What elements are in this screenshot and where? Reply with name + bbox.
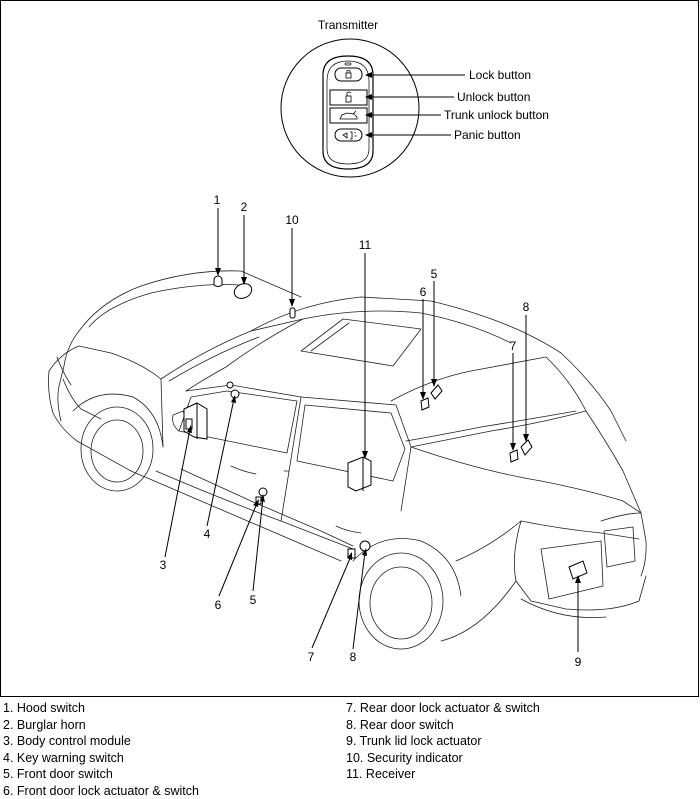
transmitter-circle [280,38,420,178]
trunk-lid-lock-actuator-part [568,560,588,580]
panic-button-shape [334,128,363,142]
car-outline [48,270,647,650]
unlock-button-label: Unlock button [457,90,530,104]
legend-column-left: 1. Hood switch 2. Burglar horn 3. Body c… [3,700,199,799]
legend-item-11: 11. Receiver [346,767,416,781]
diagram-figure: Transmitter [0,0,699,697]
callout-1: 1 [214,193,221,207]
callout-numbers: 1 2 10 11 5 6 8 7 3 4 6 5 7 8 9 [160,193,582,669]
callout-8-upper: 8 [523,300,530,314]
legend-item-10: 10. Security indicator [346,750,463,765]
callout-8-lower: 8 [350,650,357,664]
diagram-canvas: Transmitter [48,18,647,669]
hood-switch-part [213,275,223,287]
trunk-unlock-button-label: Trunk unlock button [444,108,549,122]
rear-door-lock-actuator-part-upper [509,449,519,463]
parts-legend: 1. Hood switch 2. Burglar horn 3. Body c… [0,700,700,799]
front-door-switch-part-upper [430,384,443,400]
callout-leaders [164,208,581,652]
callout-4: 4 [204,527,211,541]
legend-item-9: 9. Trunk lid lock actuator [346,734,482,748]
lock-button-shape [334,67,363,82]
legend-item-8: 8. Rear door switch [346,717,454,732]
callout-10: 10 [285,213,299,227]
key-warning-switch-part [226,381,240,399]
legend-item-3: 3. Body control module [3,734,131,748]
trunk-car-icon [339,110,358,120]
callout-9: 9 [575,655,582,669]
legend-item-4: 4. Key warning switch [3,750,124,765]
security-indicator-part [289,307,296,319]
burglar-horn-part [233,283,253,299]
callout-5-lower: 5 [250,593,257,607]
callout-6-upper: 6 [420,285,427,299]
transmitter-title: Transmitter [318,18,378,32]
transmitter-leaders [365,72,465,138]
callout-6-lower: 6 [215,598,222,612]
legend-item-6: 6. Front door lock actuator & switch [3,783,199,798]
callout-2: 2 [241,200,248,214]
lock-button-label: Lock button [469,68,531,82]
transmitter-inset: Transmitter [280,18,549,178]
callout-5-upper: 5 [431,267,438,281]
legend-item-2: 2. Burglar horn [3,717,86,732]
rear-door-switch-part-upper [520,439,533,456]
receiver-part [347,456,372,492]
legend-column-right: 7. Rear door lock actuator & switch 8. R… [346,700,540,783]
callout-11: 11 [359,238,372,252]
panic-horn-icon [342,131,357,140]
legend-item-5: 5. Front door switch [3,767,113,781]
callout-7-upper: 7 [510,339,517,353]
callout-7-lower: 7 [308,650,315,664]
unlock-button-shape [329,89,368,106]
front-door-lock-actuator-part-upper [420,397,430,411]
callout-3: 3 [160,558,167,572]
legend-item-1: 1. Hood switch [3,701,85,715]
trunk-button-shape [329,107,368,124]
body-control-module-part [183,402,208,440]
unlock-icon [345,91,352,103]
legend-item-7: 7. Rear door lock actuator & switch [346,701,540,715]
lock-icon [345,69,352,79]
key-fob [322,55,374,170]
panic-button-label: Panic button [454,128,521,142]
